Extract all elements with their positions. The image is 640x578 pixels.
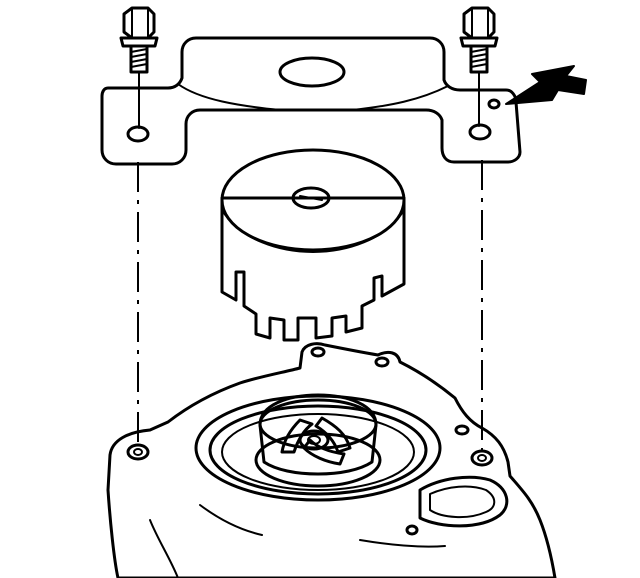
pump-housing bbox=[106, 342, 557, 578]
bolt-left bbox=[119, 6, 159, 129]
bracket-hole-right bbox=[468, 123, 492, 141]
impeller bbox=[254, 393, 382, 488]
cup-tool bbox=[220, 148, 406, 342]
mounting-bracket bbox=[100, 36, 522, 166]
callout-arrow bbox=[505, 65, 587, 105]
locating-hole bbox=[487, 98, 501, 110]
bracket-hole-left bbox=[126, 125, 150, 143]
alignment-lines bbox=[137, 160, 483, 452]
bolt-right bbox=[459, 6, 499, 127]
